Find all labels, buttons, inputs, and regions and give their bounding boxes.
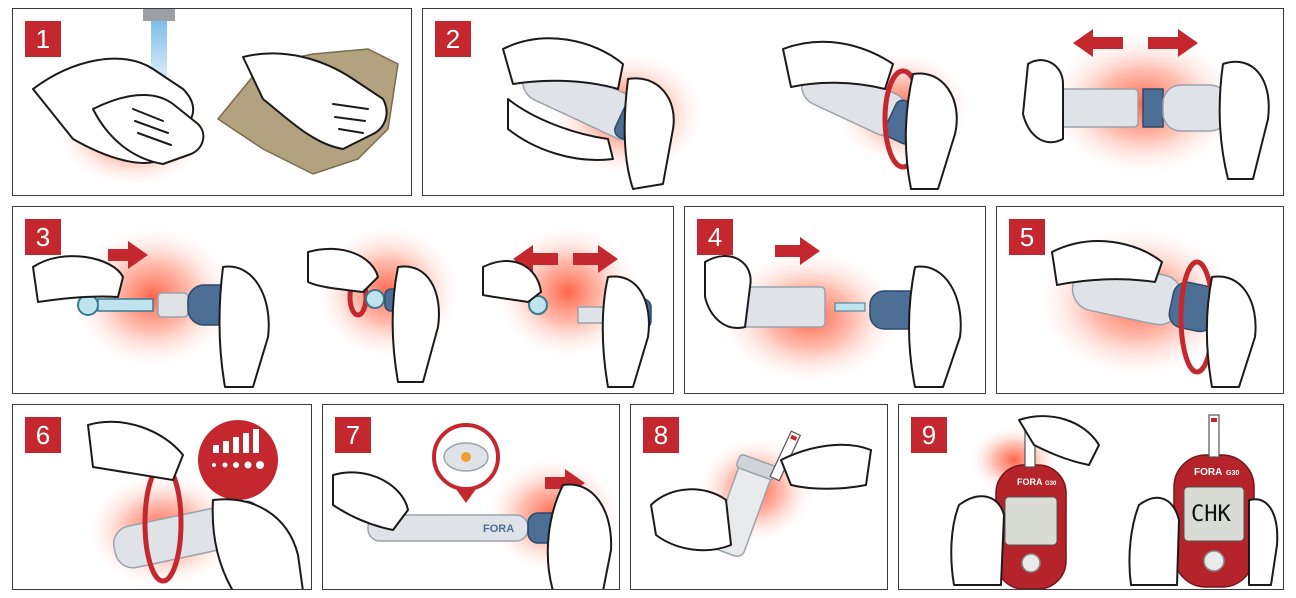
- meter-button-icon: [1203, 550, 1225, 572]
- step-1-panel: 1: [12, 8, 412, 196]
- step-number-badge: 1: [25, 21, 61, 57]
- hand-icon: [704, 255, 752, 329]
- step-9-panel: 9 FORA G30 CHK FORA G30: [898, 404, 1284, 590]
- faucet-icon: [143, 9, 175, 21]
- step-5-panel: 5: [996, 206, 1284, 394]
- push-arrow-icon: [775, 237, 820, 265]
- hand-icon: [218, 265, 270, 388]
- push-arrow-icon: [108, 241, 148, 269]
- thumb-icon: [623, 77, 675, 190]
- step-number-badge: 3: [25, 219, 61, 255]
- hand-icon: [1018, 415, 1100, 466]
- step-number-badge: 5: [1009, 219, 1045, 255]
- hand-icon: [307, 247, 379, 293]
- hand-icon: [1128, 496, 1180, 586]
- step-7-panel: 7 FORA: [322, 404, 620, 590]
- blood-drop-icons: [212, 461, 264, 469]
- hand-icon: [87, 420, 184, 481]
- hand-icon: [908, 265, 962, 388]
- hand-icon: [507, 98, 614, 161]
- step-number-badge: 9: [911, 417, 947, 453]
- hand-icon: [780, 443, 872, 490]
- step-number-badge: 4: [697, 219, 733, 255]
- meter-model-label: G30: [1226, 470, 1239, 477]
- step-8-panel: 8: [630, 404, 888, 590]
- hand-icon: [601, 275, 650, 388]
- hand-icon: [332, 471, 409, 531]
- device-body-icon: [1162, 84, 1229, 132]
- lancet-cap-icon: [528, 295, 548, 315]
- step-2-panel: 2: [422, 8, 1284, 196]
- step-6-panel: 6: [12, 404, 312, 590]
- remove-test-strip-illustration: [650, 430, 872, 557]
- hand-icon: [1022, 59, 1064, 144]
- hand-icon: [546, 483, 613, 589]
- meter-button-icon: [1021, 553, 1041, 573]
- adjust-depth-illustration: [1032, 222, 1257, 388]
- depth-level-callout: [198, 420, 278, 500]
- depth-setting-illustration: [83, 420, 304, 589]
- hand-icon: [211, 498, 304, 589]
- hand-icon: [32, 255, 124, 303]
- drying-hand-icon: [242, 52, 388, 150]
- replace-cap-illustration: [704, 237, 962, 388]
- hand-icon: [650, 488, 732, 552]
- hand-icon: [782, 40, 894, 90]
- pull-right-arrow-icon: [1148, 29, 1198, 57]
- right-hand-icon: [92, 93, 205, 165]
- pull-left-arrow-icon: [1073, 29, 1123, 57]
- meter-model-label: G30: [1045, 481, 1057, 487]
- hand-icon: [502, 37, 624, 90]
- step-number-badge: 8: [643, 417, 679, 453]
- hand-icon: [950, 495, 1005, 586]
- meter-brand-label: FORA: [1194, 467, 1222, 478]
- meter-display-text: CHK: [1191, 502, 1231, 527]
- hand-icon: [391, 265, 440, 383]
- wash-hands-illustration: [32, 9, 399, 189]
- device-brand-label: FORA: [483, 523, 514, 535]
- meter-brand-label: FORA: [1017, 477, 1043, 487]
- insert-lancet-illustration: [32, 222, 652, 388]
- step-4-panel: 4: [684, 206, 986, 394]
- pull-right-arrow-icon: [573, 245, 618, 273]
- hand-icon: [1051, 240, 1163, 286]
- indicator-light-icon: [461, 452, 471, 462]
- hand-icon: [1218, 60, 1270, 180]
- step-number-badge: 6: [25, 417, 61, 453]
- step-number-badge: 7: [335, 417, 371, 453]
- step-number-badge: 2: [435, 21, 471, 57]
- depth-level-bars: [213, 429, 259, 453]
- hand-icon: [1248, 498, 1279, 586]
- thumb-icon: [1205, 275, 1257, 388]
- remove-cap-illustration: [502, 29, 1270, 190]
- hand-icon: [482, 260, 542, 303]
- release-button-illustration: FORA: [332, 423, 619, 589]
- insert-strip-meter-illustration: FORA G30 CHK FORA G30: [950, 414, 1279, 589]
- test-strip-icon: [1208, 414, 1220, 458]
- step-3-panel: 3: [12, 206, 674, 394]
- thumb-icon: [904, 72, 958, 190]
